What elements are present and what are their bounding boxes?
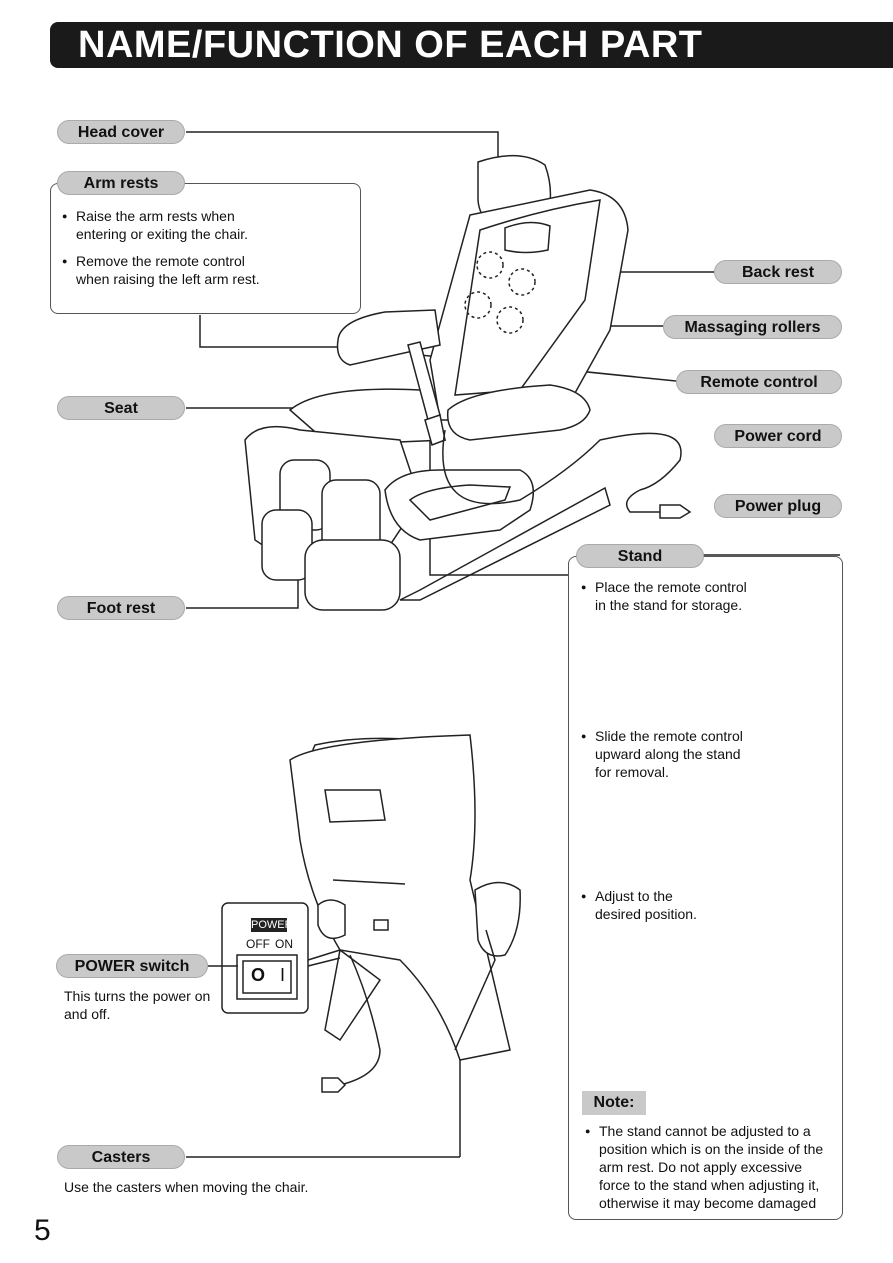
- page-title: NAME/FUNCTION OF EACH PART: [78, 24, 703, 66]
- switch-on-symbol[interactable]: I: [280, 965, 286, 985]
- switch-panel-title: POWER: [251, 918, 293, 932]
- casters-desc: Use the casters when moving the chair.: [64, 1179, 309, 1195]
- note-text: The stand cannot be adjusted to a positi…: [585, 1122, 833, 1212]
- switch-off-symbol[interactable]: O: [251, 965, 266, 985]
- label-arm-rests: Arm rests: [57, 171, 185, 195]
- label-power-plug: Power plug: [714, 494, 842, 518]
- label-casters: Casters: [57, 1145, 185, 1169]
- switch-off-label: OFF: [246, 937, 270, 951]
- switch-on-label: ON: [275, 937, 293, 951]
- label-stand: Stand: [576, 544, 704, 568]
- page-header: NAME/FUNCTION OF EACH PART: [50, 22, 893, 68]
- label-remote-control: Remote control: [676, 370, 842, 394]
- page-number: 5: [34, 1214, 51, 1247]
- note-label: Note:: [582, 1091, 646, 1115]
- power-switch-desc: This turns the power on and off.: [64, 988, 211, 1022]
- arm-rests-note-1: Raise the arm rests when entering or exi…: [62, 207, 262, 243]
- stand-note-3: Adjust to the desired position.: [581, 887, 711, 923]
- stand-note-1: Place the remote control in the stand fo…: [581, 578, 751, 614]
- arm-rests-note-2: Remove the remote control when raising t…: [62, 252, 262, 288]
- stand-note-2: Slide the remote control upward along th…: [581, 727, 746, 781]
- label-head-cover: Head cover: [57, 120, 185, 144]
- label-power-cord: Power cord: [714, 424, 842, 448]
- label-power-switch: POWER switch: [56, 954, 208, 978]
- label-seat: Seat: [57, 396, 185, 420]
- label-back-rest: Back rest: [714, 260, 842, 284]
- label-massaging-rollers: Massaging rollers: [663, 315, 842, 339]
- label-foot-rest: Foot rest: [57, 596, 185, 620]
- arm-rests-box: [50, 183, 361, 314]
